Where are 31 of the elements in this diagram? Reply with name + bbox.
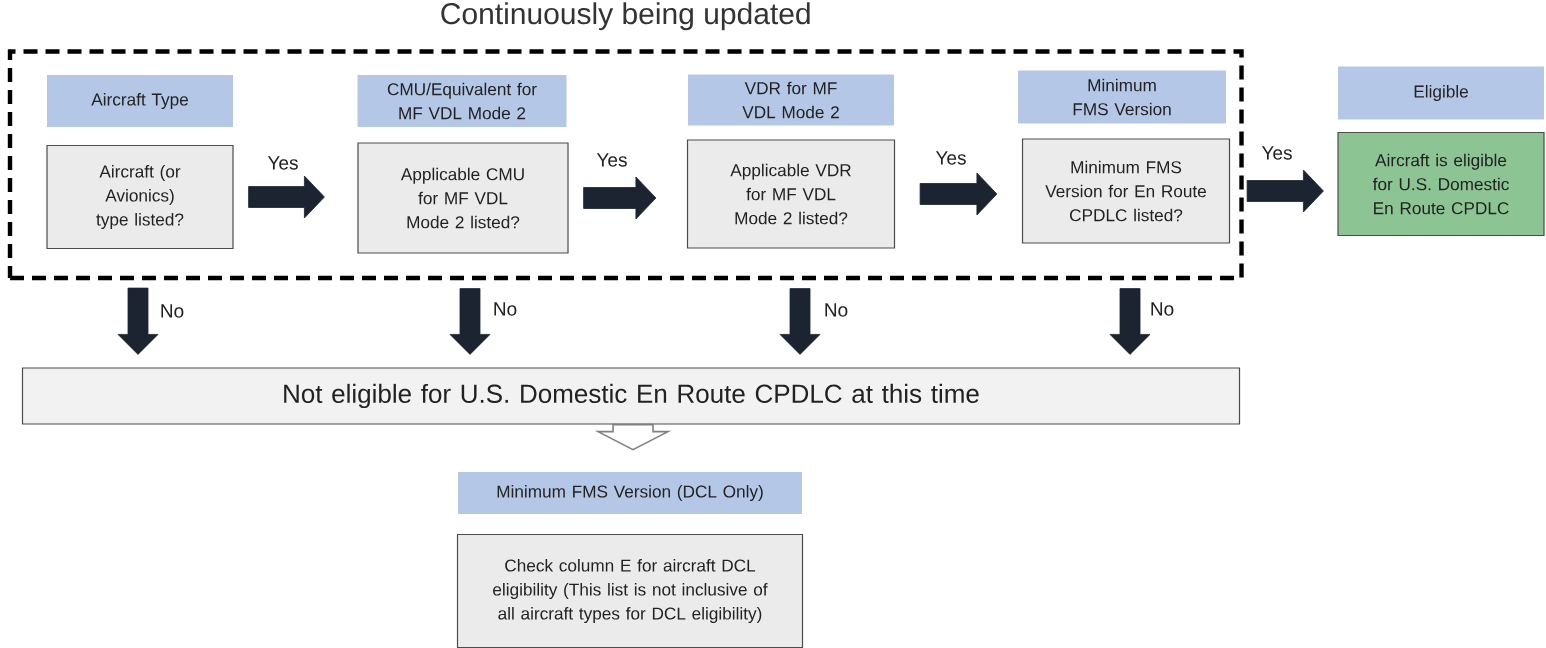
block-arrow	[919, 172, 998, 216]
process-box: Aircraft (or Avionics) type listed?	[46, 144, 234, 250]
header-band: Aircraft Type	[47, 75, 233, 127]
process-box: Applicable VDR for MF VDL Mode 2 listed?	[686, 139, 896, 249]
header-band: CMU/Equivalent for MF VDL Mode 2	[357, 75, 567, 127]
process-box: Minimum FMS Version for En Route CPDLC listed?	[1021, 138, 1231, 244]
block-arrow	[779, 288, 821, 355]
edge-label: Yes	[596, 153, 627, 167]
header-band: Eligible	[1338, 66, 1544, 120]
block-arrow	[117, 287, 159, 355]
edge-label: Yes	[1261, 146, 1292, 160]
frame-title: Continuously being updated	[441, 2, 810, 31]
edge-label: No	[494, 302, 517, 316]
block-arrow	[1246, 169, 1324, 213]
header-band: Minimum FMS Version	[1018, 70, 1226, 124]
edge-label: Yes	[267, 156, 298, 170]
edge-label: Yes	[935, 151, 966, 165]
block-arrow	[583, 176, 657, 220]
edge-label: No	[825, 303, 848, 317]
edge-label: No	[161, 304, 184, 318]
result-box: Aircraft is eligible for U.S. Domestic En Route CPDLC	[1337, 131, 1545, 237]
edge-label: No	[1151, 302, 1174, 316]
process-box: Check column E for aircraft DCL eligibility (This list is not inclusive of all aircraft types for DCL eligibility)	[456, 533, 804, 648]
block-arrow	[449, 288, 491, 355]
block-arrow	[1109, 288, 1151, 355]
result-box: Not eligible for U.S. Domestic En Route CPDLC at this time	[21, 367, 1241, 425]
process-box: Applicable CMU for MF VDL Mode 2 listed?	[357, 142, 569, 254]
header-band: Minimum FMS Version (DCL Only)	[458, 472, 802, 514]
header-band: VDR for MF VDL Mode 2	[688, 74, 894, 126]
block-arrow	[594, 423, 672, 451]
block-arrow	[248, 175, 325, 219]
